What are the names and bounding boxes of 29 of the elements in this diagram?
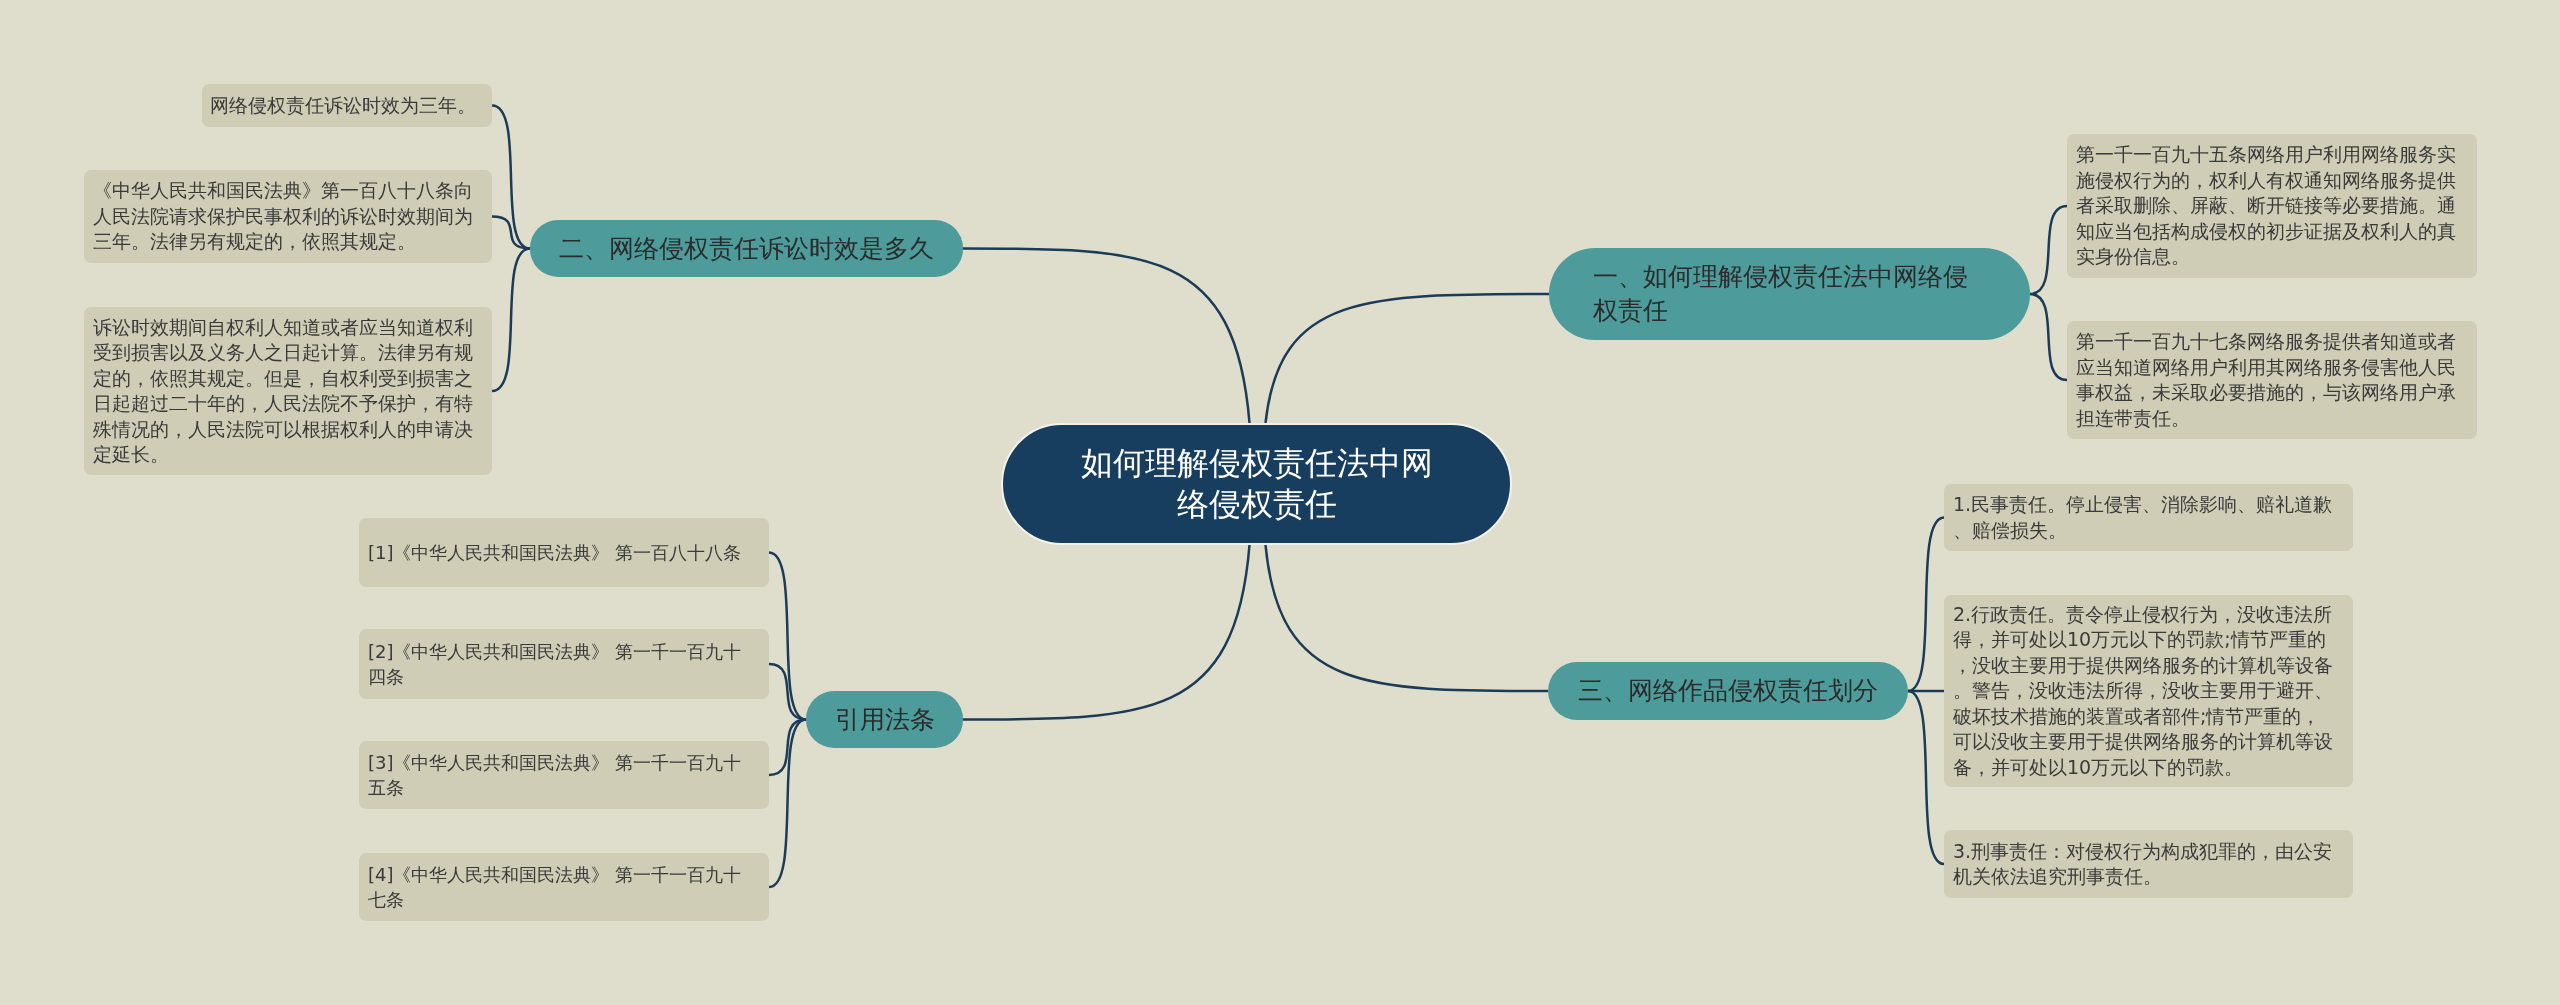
connector-line [963, 247, 1251, 424]
note-card: [1]《中华人民共和国民法典》 第一百八十八条 [359, 518, 769, 587]
connector-line [963, 544, 1251, 721]
note-card: 2.行政责任。责令停止侵权行为，没收违法所得，并可处以10万元以下的罚款;情节严重的，没收主要用于提供网络服务的计算机等设备。警告，没收违法所得，没收主要用于避开、破坏技术措施的装置或者部件;情节严重的，可以没收主要用于提供网络服务的计算机等设备，并可处以10万元以下的罚款。 [1944, 595, 2353, 787]
connector-line [1907, 516, 1945, 693]
connector-line [491, 247, 531, 393]
note-card: [4]《中华人民共和国民法典》 第一千一百九十七条 [359, 853, 769, 921]
note-card: 《中华人民共和国民法典》第一百八十八条向人民法院请求保护民事权利的诉讼时效期间为三年。法律另有规定的，依照其规定。 [84, 170, 492, 263]
note-card: 第一千一百九十五条网络用户利用网络服务实施侵权行为的，权利人有权通知网络服务提供者采取删除、屏蔽、断开链接等必要措施。通知应当包括构成侵权的初步证据及权利人的真实身份信息。 [2067, 134, 2477, 278]
note-card: 1.民事责任。停止侵害、消除影响、赔礼道歉、赔偿损失。 [1944, 484, 2353, 551]
note-card: 网络侵权责任诉讼时效为三年。 [202, 84, 492, 127]
note-card: 诉讼时效期间自权利人知道或者应当知道权利受到损害以及义务人之日起计算。法律另有规定的，依照其规定。但是，自权利受到损害之日起超过二十年的，人民法院不予保护，有特殊情况的，人民法院可以根据权利人的申请决定延长。 [84, 307, 492, 475]
central-topic: 如何理解侵权责任法中网络侵权责任 [1001, 423, 1512, 545]
connector-line [1908, 689, 1944, 693]
note-card: [2]《中华人民共和国民法典》 第一千一百九十四条 [359, 629, 769, 699]
branch-topic: 三、网络作品侵权责任划分 [1548, 662, 1908, 720]
note-card: [3]《中华人民共和国民法典》 第一千一百九十五条 [359, 741, 769, 809]
note-card: 3.刑事责任：对侵权行为构成犯罪的，由公安机关依法追究刑事责任。 [1944, 830, 2353, 898]
connector-line [1907, 689, 1945, 866]
connector-line [2029, 292, 2068, 382]
branch-topic: 引用法条 [806, 691, 963, 748]
branch-topic: 二、网络侵权责任诉讼时效是多久 [530, 220, 963, 277]
connector-line [1264, 292, 1549, 424]
connector-line [2029, 204, 2068, 296]
note-card: 第一千一百九十七条网络服务提供者知道或者应当知道网络用户利用其网络服务侵害他人民事权益，未采取必要措施的，与该网络用户承担连带责任。 [2067, 321, 2477, 439]
connector-line [491, 215, 531, 250]
branch-topic: 一、如何理解侵权责任法中网络侵权责任 [1549, 248, 2030, 340]
connector-line [1264, 544, 1548, 693]
connector-line [768, 718, 807, 889]
